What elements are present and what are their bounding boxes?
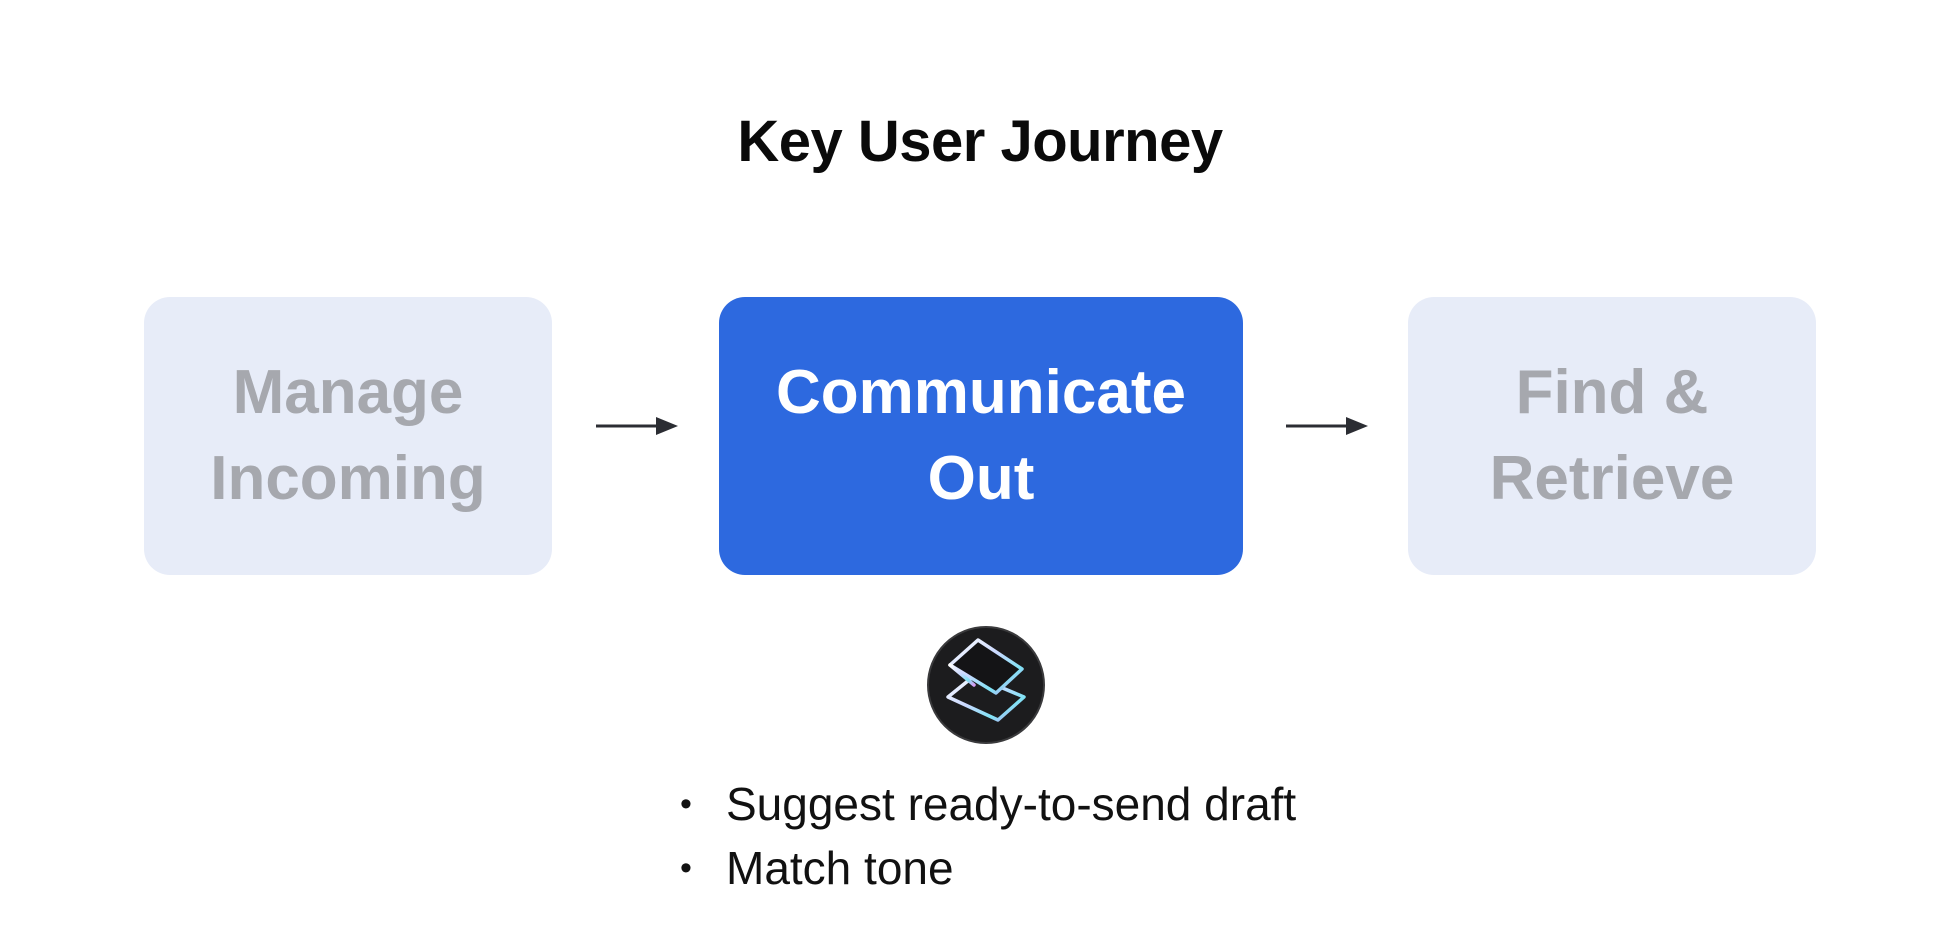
stage-label-line-1: Manage (232, 358, 464, 427)
diagram-title: Key User Journey (737, 109, 1223, 174)
stage-label-line-1: Communicate (776, 358, 1186, 427)
stage-find-retrieve: Find & Retrieve (1408, 297, 1816, 575)
stage-label-line-2: Retrieve (1489, 444, 1735, 513)
feature-bullet-list: Suggest ready-to-send draft Match tone (680, 772, 1296, 900)
arrow-right-icon (596, 417, 678, 435)
stage-label-line-2: Out (927, 444, 1035, 513)
stage-label-line-2: Incoming (210, 444, 486, 513)
list-item: Match tone (680, 836, 1296, 900)
list-item: Suggest ready-to-send draft (680, 772, 1296, 836)
stage-label-line-1: Find & (1515, 358, 1709, 427)
stage-manage-incoming: Manage Incoming (144, 297, 552, 575)
arrow-right-icon (1286, 417, 1368, 435)
stage-communicate-out: Communicate Out (719, 297, 1243, 575)
layers-app-icon (927, 626, 1045, 744)
